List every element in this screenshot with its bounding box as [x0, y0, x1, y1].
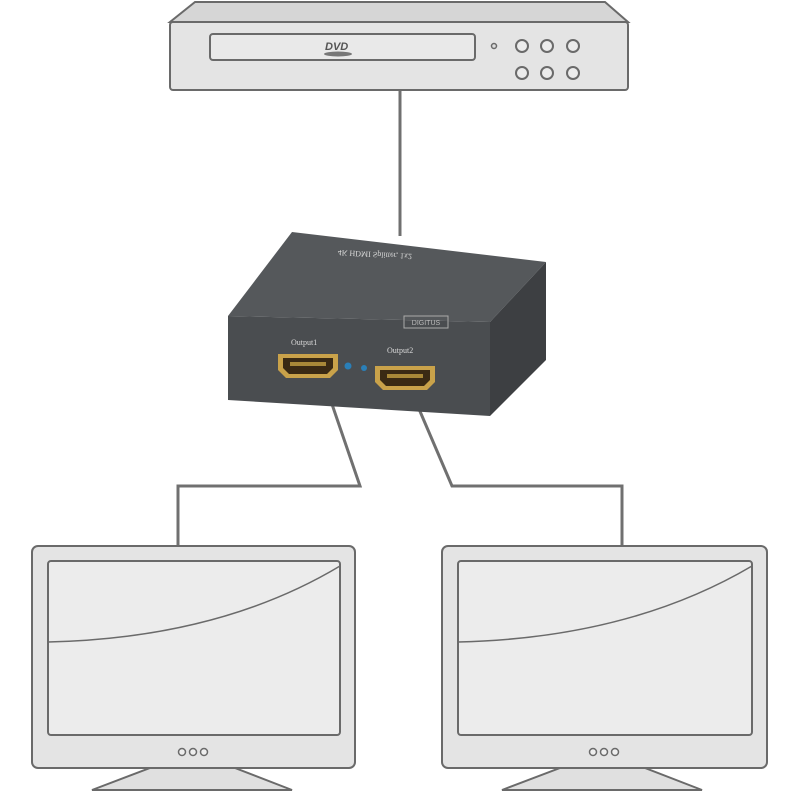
svg-text:DVD: DVD — [325, 41, 348, 53]
status-led-icon — [361, 365, 367, 371]
monitor-stand — [91, 767, 293, 791]
screen-reflection — [47, 565, 341, 643]
output2-label: Output2 — [387, 346, 413, 355]
monitor-screen — [457, 560, 753, 736]
splitter-top-label: 4K HDMI Splitter, 1x2 — [338, 248, 413, 261]
splitter-top — [228, 232, 546, 322]
monitor-buttons — [588, 747, 620, 757]
brand-logo-box — [403, 315, 449, 329]
hdmi-port-output1[interactable] — [278, 354, 338, 378]
monitor-right — [441, 545, 768, 791]
splitter-right-side — [490, 262, 546, 416]
cables — [176, 90, 624, 546]
splitter-front — [228, 316, 490, 416]
output1-label: Output1 — [291, 338, 317, 347]
monitor-stand — [501, 767, 703, 791]
hdmi-port-output2[interactable] — [375, 366, 435, 390]
monitor-screen — [47, 560, 341, 736]
monitor-left — [31, 545, 356, 791]
status-led-icon — [344, 362, 352, 370]
monitor-buttons — [177, 747, 209, 757]
dvd-player: DVD — [167, 0, 631, 91]
dvd-logo-icon: DVD — [324, 41, 352, 57]
cable-output2-to-monitor-right — [408, 387, 624, 546]
power-led-icon — [490, 42, 498, 50]
brand-logo: DIGITUS — [412, 320, 441, 327]
hdmi-splitter: 4K HDMI Splitter, 1x2 DIGITUS Output1 Ou… — [228, 232, 546, 416]
dvd-buttons — [515, 39, 580, 80]
screen-reflection — [457, 565, 753, 643]
cable-output1-to-monitor-left — [176, 374, 363, 546]
disc-tray — [209, 33, 476, 61]
dvd-top — [167, 0, 631, 23]
